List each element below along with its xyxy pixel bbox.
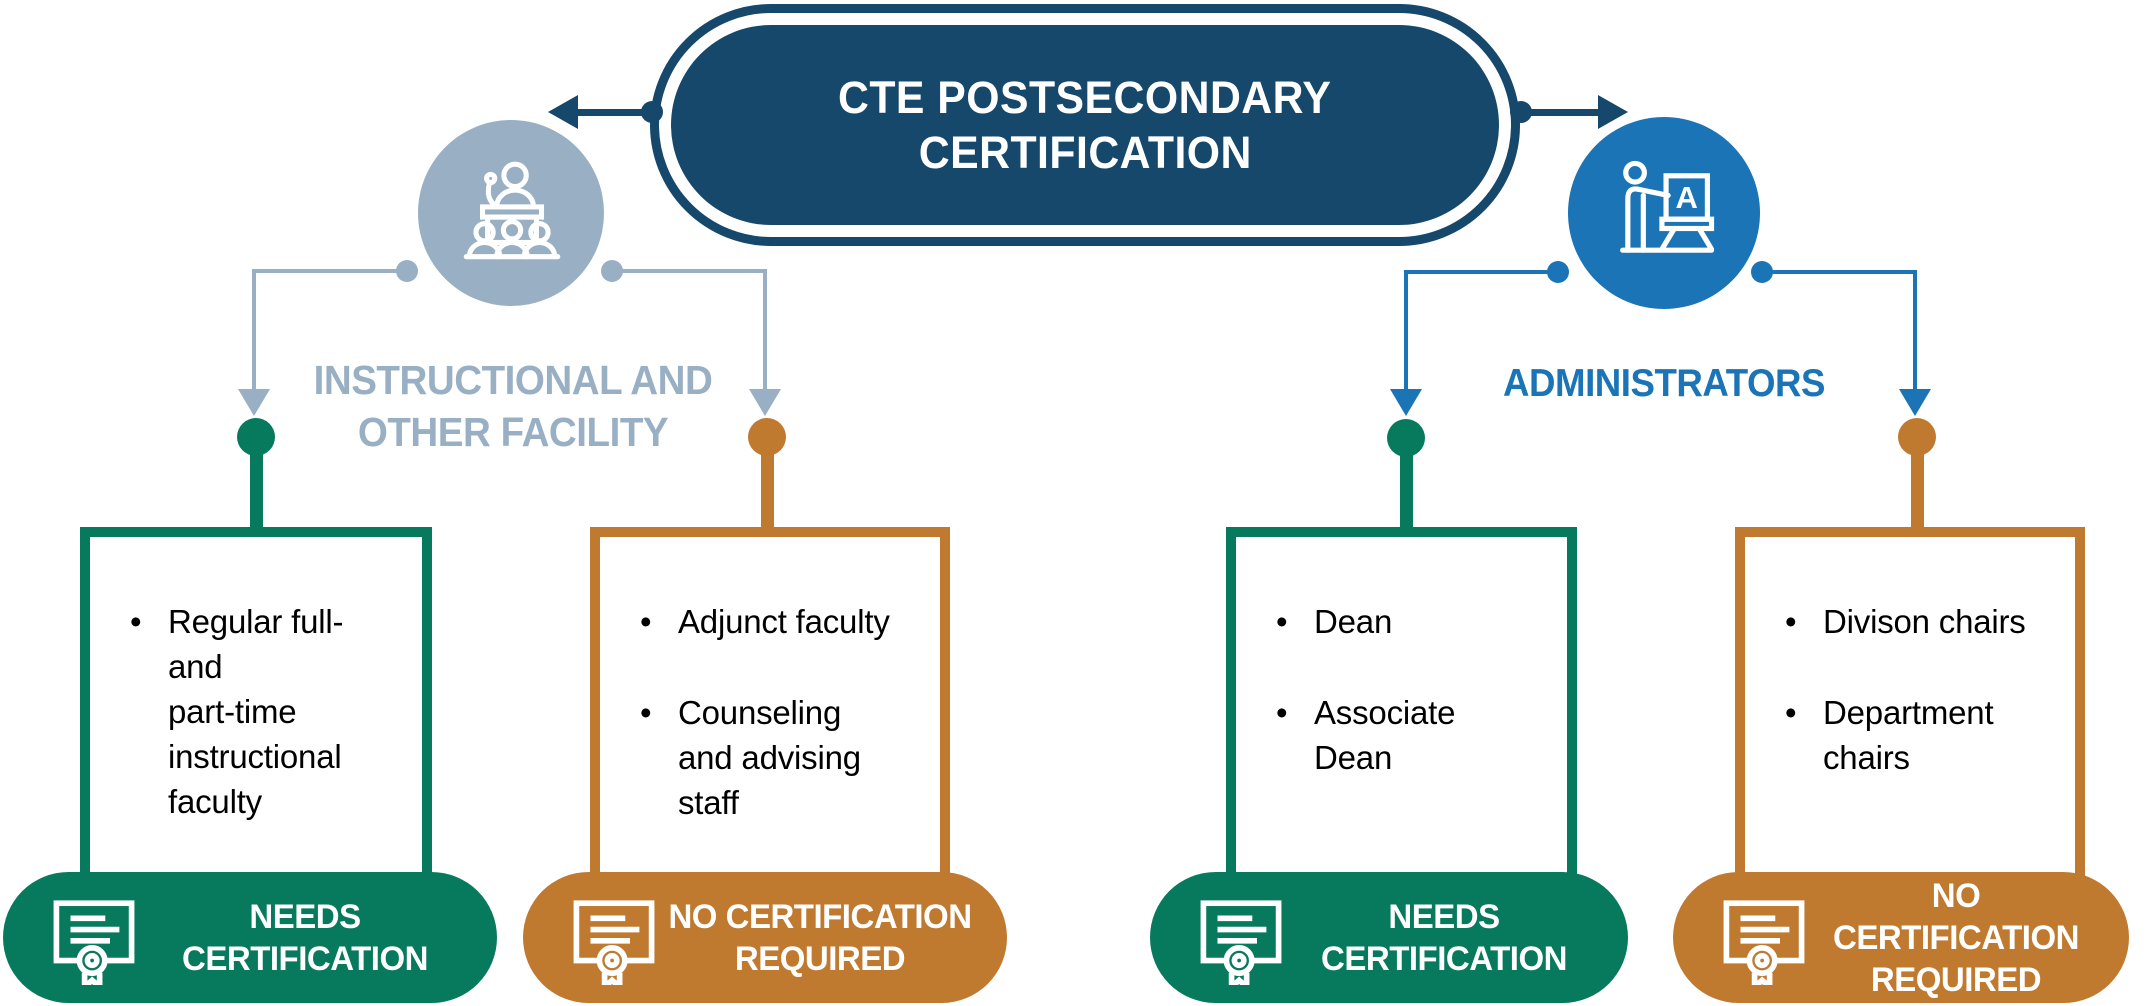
pill-left-connector-line <box>576 109 652 116</box>
connector-dot <box>1547 261 1569 283</box>
connector-line <box>254 269 404 273</box>
bullet-icon: • <box>640 603 652 640</box>
box-instructional-certified: • Regular full- and part-time instructio… <box>80 527 432 889</box>
box-admin-not-certified: • Divison chairs • Department chairs <box>1735 527 2085 889</box>
bullet-text: Adjunct faculty <box>678 603 890 640</box>
bullet-icon: • <box>1785 603 1797 640</box>
page-title-line1: CTE POSTSECONDARY <box>838 72 1332 123</box>
certificate-icon <box>1194 891 1288 985</box>
presenter-screen-icon: A <box>1602 151 1726 275</box>
bullet-text: Department chairs <box>1823 694 1994 776</box>
administrators-branch-circle: A <box>1568 117 1760 309</box>
pill-left-connector-dot <box>641 101 663 123</box>
bullet-list: • Adjunct faculty • Counseling and advis… <box>600 537 940 825</box>
svg-text:A: A <box>1676 180 1698 215</box>
arrowhead-down-icon <box>1899 389 1931 416</box>
instructional-branch-circle <box>418 120 604 306</box>
bullet-icon: • <box>1276 694 1288 731</box>
connector-line <box>1406 270 1549 274</box>
title-pill: CTE POSTSECONDARY CERTIFICATION <box>650 4 1520 246</box>
box-instructional-not-certified: • Adjunct faculty • Counseling and advis… <box>590 527 950 889</box>
node-stem <box>1400 438 1413 532</box>
list-item: • Associate Dean <box>1276 690 1553 780</box>
instructional-branch-label: INSTRUCTIONAL AND OTHER FACILITY <box>297 354 729 458</box>
page-title-line2: CERTIFICATION <box>918 127 1252 178</box>
badge-label: NEEDS CERTIFICATION <box>182 897 428 978</box>
instructional-branch-label-line2: OTHER FACILITY <box>357 409 669 455</box>
badge-label: NO CERTIFICATION REQUIRED <box>1833 876 2079 999</box>
badge-label: NEEDS CERTIFICATION <box>1321 897 1567 978</box>
bullet-text: Dean <box>1314 603 1393 640</box>
certificate-icon <box>567 891 661 985</box>
bullet-text: Associate Dean <box>1314 694 1456 776</box>
connector-line <box>763 269 767 390</box>
arrowhead-down-icon <box>749 389 781 416</box>
list-item: • Regular full- and part-time instructio… <box>130 599 408 824</box>
connector-dot <box>396 260 418 282</box>
node-stem <box>250 437 263 532</box>
connector-line <box>1913 270 1917 390</box>
connector-line <box>1404 270 1408 390</box>
title-pill-inner: CTE POSTSECONDARY CERTIFICATION <box>671 25 1499 225</box>
bullet-text: Divison chairs <box>1823 603 2026 640</box>
bullet-icon: • <box>1785 694 1797 731</box>
box-admin-certified: • Dean • Associate Dean <box>1226 527 1577 889</box>
badge-needs-certification: NEEDS CERTIFICATION <box>1150 872 1628 1003</box>
list-item: • Dean <box>1276 599 1553 644</box>
administrators-branch-label: ADMINISTRATORS <box>1502 362 1826 405</box>
list-item: • Department chairs <box>1785 690 2061 780</box>
bullet-icon: • <box>1276 603 1288 640</box>
bullet-text: Counseling and advising staff <box>678 694 861 821</box>
pill-right-connector-dot <box>1510 101 1532 123</box>
connector-line <box>1771 270 1917 274</box>
bullet-text: Regular full- and part-time instructiona… <box>168 603 344 820</box>
node-stem <box>761 437 774 532</box>
node-stem <box>1911 437 1924 532</box>
certificate-icon <box>47 891 141 985</box>
list-item: • Divison chairs <box>1785 599 2061 644</box>
bullet-list: • Regular full- and part-time instructio… <box>90 537 422 824</box>
badge-label: NO CERTIFICATION REQUIRED <box>668 897 972 978</box>
certificate-icon <box>1717 891 1811 985</box>
arrowhead-down-icon <box>238 389 270 416</box>
lecture-podium-icon <box>450 152 572 274</box>
arrowhead-right-icon <box>1598 95 1628 129</box>
connector-dot <box>1751 261 1773 283</box>
bullet-icon: • <box>130 603 142 640</box>
list-item: • Counseling and advising staff <box>640 690 926 825</box>
arrowhead-down-icon <box>1390 389 1422 416</box>
bullet-list: • Divison chairs • Department chairs <box>1745 537 2075 780</box>
arrowhead-left-icon <box>548 95 578 129</box>
connector-dot <box>601 260 623 282</box>
badge-no-certification-required: NO CERTIFICATION REQUIRED <box>1673 872 2129 1003</box>
badge-needs-certification: NEEDS CERTIFICATION <box>3 872 497 1003</box>
pill-right-connector-line <box>1524 109 1600 116</box>
bullet-icon: • <box>640 694 652 731</box>
instructional-branch-label-line1: INSTRUCTIONAL AND <box>313 357 713 403</box>
badge-no-certification-required: NO CERTIFICATION REQUIRED <box>523 872 1007 1003</box>
connector-line <box>616 269 767 273</box>
bullet-list: • Dean • Associate Dean <box>1236 537 1567 780</box>
connector-line <box>252 269 256 390</box>
list-item: • Adjunct faculty <box>640 599 926 644</box>
